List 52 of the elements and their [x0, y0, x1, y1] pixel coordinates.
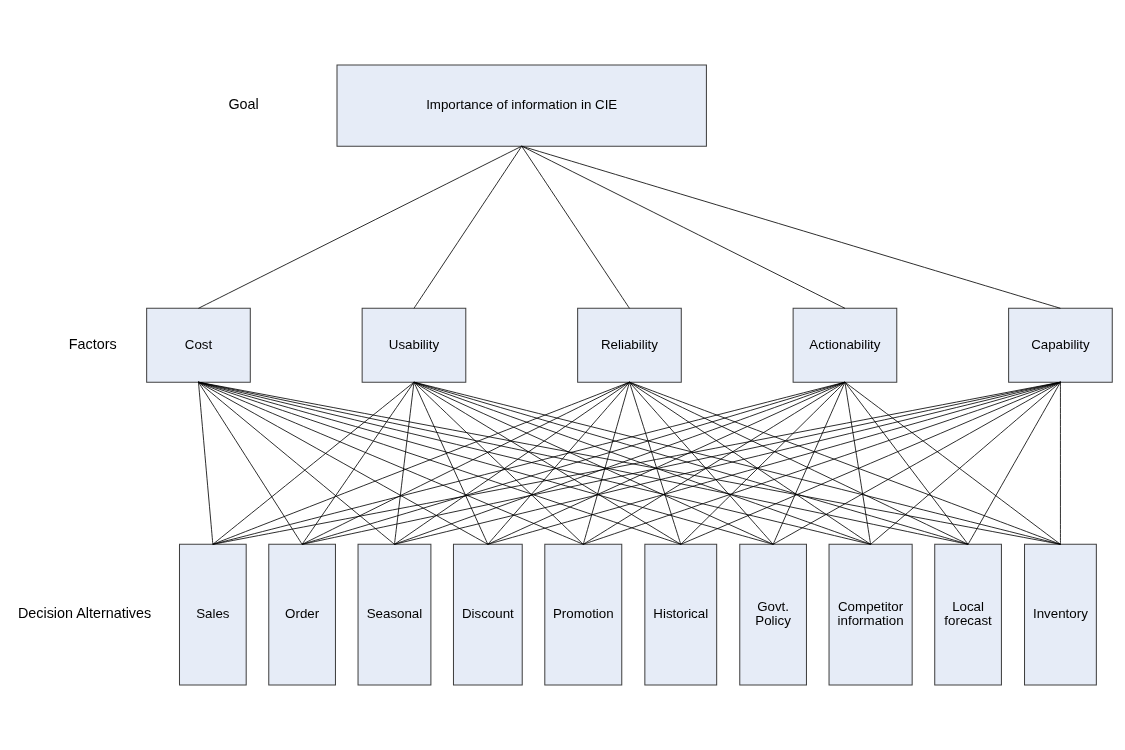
node-box: Cost: [146, 307, 251, 383]
connector: [394, 381, 415, 545]
connector: [413, 381, 682, 545]
connector: [198, 381, 303, 545]
connector: [198, 381, 489, 545]
connector: [582, 381, 846, 545]
connector: [582, 381, 630, 545]
node-box: Competitor information: [828, 543, 913, 686]
node-box: Govt. Policy: [739, 543, 807, 686]
node-box: Historical: [644, 543, 718, 686]
connector: [772, 381, 1061, 545]
node-box: Inventory: [1024, 543, 1097, 686]
connector: [521, 145, 630, 309]
connector: [772, 381, 846, 545]
node-box: Seasonal: [357, 543, 432, 686]
connector: [413, 381, 584, 545]
connector: [629, 381, 682, 545]
node-box: Order: [268, 543, 336, 686]
connector: [198, 145, 523, 309]
node-box: Usability: [361, 307, 467, 383]
label: Factors: [68, 336, 117, 353]
connector: [521, 145, 846, 309]
connector: [967, 381, 1061, 545]
connector: [629, 381, 969, 545]
connector: [301, 381, 630, 545]
node-box: Sales: [178, 543, 247, 686]
node-box: Promotion: [544, 543, 623, 686]
label: Goal: [228, 96, 259, 113]
node-box: Local forecast: [934, 543, 1002, 686]
label: Decision Alternatives: [17, 605, 152, 622]
connector: [301, 381, 415, 545]
connector: [487, 381, 630, 545]
node-box: Actionability: [792, 307, 898, 383]
connector: [394, 381, 630, 545]
connector: [629, 381, 871, 545]
connector: [487, 381, 846, 545]
connector: [844, 381, 871, 545]
connector: [198, 381, 395, 545]
node-box: Capability: [1008, 307, 1113, 383]
connector: [212, 381, 415, 545]
connector: [198, 381, 214, 545]
connector: [1060, 381, 1061, 545]
connector: [413, 381, 489, 545]
connector: [413, 145, 523, 309]
node-box: Importance of information in CIE: [336, 64, 707, 147]
connector: [844, 381, 969, 545]
connector: [680, 381, 846, 545]
connector: [629, 381, 774, 545]
connector: [413, 381, 774, 545]
connector: [521, 145, 1061, 309]
node-box: Discount: [452, 543, 523, 686]
node-box: Reliability: [577, 307, 682, 383]
